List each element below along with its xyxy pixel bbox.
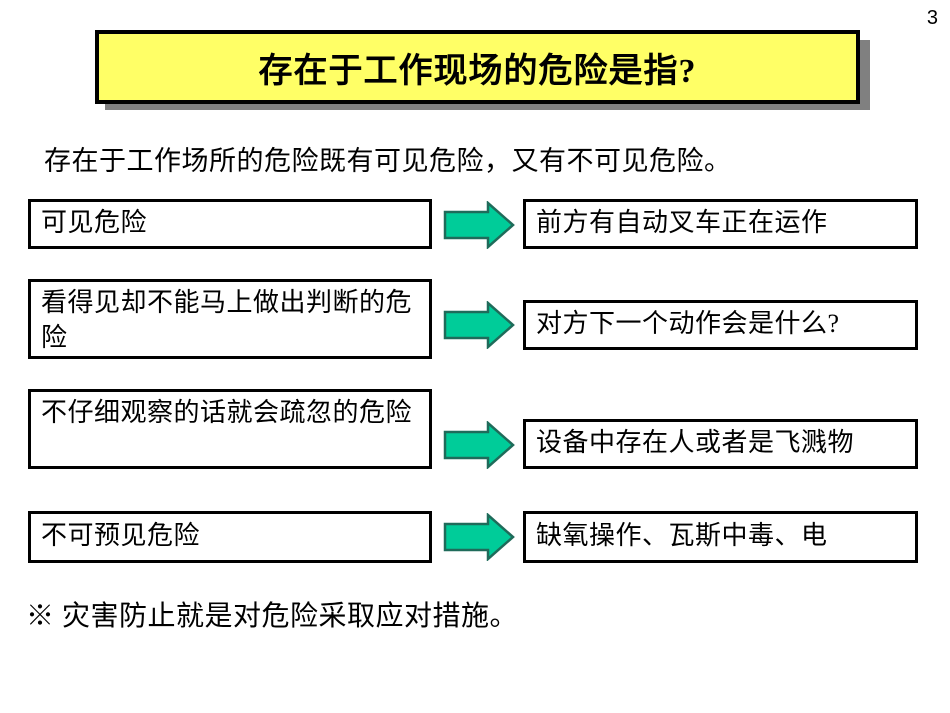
hazard-type-label-4: 不可预见危险 [41, 520, 201, 550]
hazard-type-box-1: 可见危险 [28, 199, 432, 249]
footnote-text: ※ 灾害防止就是对危险采取应对措施。 [26, 601, 519, 632]
hazard-type-box-2: 看得见却不能马上做出判断的危险 [28, 279, 432, 359]
hazard-type-box-3: 不仔细观察的话就会疏忽的危险 [28, 389, 432, 469]
hazard-type-box-4: 不可预见危险 [28, 511, 432, 563]
hazard-example-label-2: 对方下一个动作会是什么? [536, 308, 840, 338]
hazard-example-box-4: 缺氧操作、瓦斯中毒、电 [523, 511, 918, 563]
hazard-example-box-1: 前方有自动叉车正在运作 [523, 199, 918, 249]
hazard-type-label-1: 可见危险 [41, 207, 148, 237]
hazard-example-box-3: 设备中存在人或者是飞溅物 [523, 419, 918, 469]
hazard-example-label-3: 设备中存在人或者是飞溅物 [536, 427, 855, 457]
hazard-type-label-3: 不仔细观察的话就会疏忽的危险 [41, 398, 413, 427]
hazard-example-box-2: 对方下一个动作会是什么? [523, 300, 918, 350]
page-title: 存在于工作现场的危险是指? [258, 52, 697, 90]
content-row-4: 不可预见危险 缺氧操作、瓦斯中毒、电 [0, 511, 950, 563]
title-banner-box: 存在于工作现场的危险是指? [95, 30, 860, 104]
right-arrow-icon-4 [443, 513, 515, 561]
hazard-example-label-1: 前方有自动叉车正在运作 [536, 207, 828, 237]
hazard-example-label-4: 缺氧操作、瓦斯中毒、电 [536, 520, 828, 550]
subtitle-text: 存在于工作场所的危险既有可见危险，又有不可见危险。 [44, 146, 732, 176]
content-row-2: 看得见却不能马上做出判断的危险 对方下一个动作会是什么? [0, 279, 950, 359]
content-row-3: 不仔细观察的话就会疏忽的危险 设备中存在人或者是飞溅物 [0, 389, 950, 469]
right-arrow-icon-1 [443, 201, 515, 249]
title-banner: 存在于工作现场的危险是指? [95, 30, 870, 110]
content-row-1: 可见危险 前方有自动叉车正在运作 [0, 199, 950, 249]
right-arrow-icon-2 [443, 301, 515, 349]
right-arrow-icon-3 [443, 421, 515, 469]
hazard-type-label-2: 看得见却不能马上做出判断的危险 [41, 288, 413, 352]
page-number: 3 [926, 7, 938, 29]
